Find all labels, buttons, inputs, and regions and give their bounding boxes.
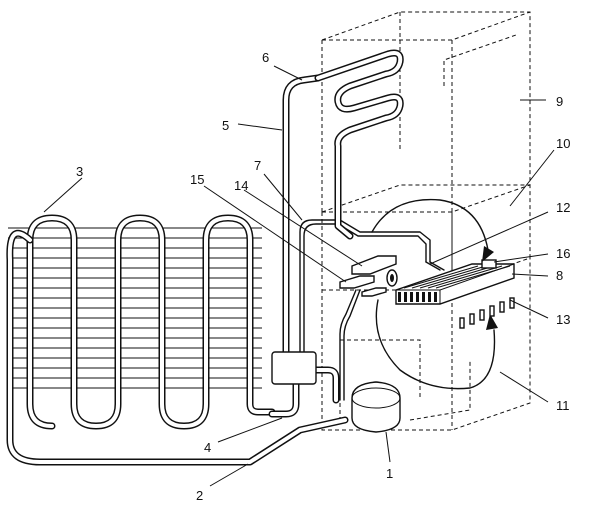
- label-3: 3: [76, 164, 83, 179]
- filter-drier: [271, 351, 317, 385]
- condenser-fins: [8, 227, 262, 389]
- small-bracket: [361, 287, 387, 297]
- label-11: 11: [556, 398, 570, 413]
- vent-slots: [459, 297, 515, 329]
- condenser: [6, 214, 349, 466]
- sensor-16: [481, 259, 497, 269]
- thermostat-bulb: [339, 275, 375, 289]
- compressor: [351, 381, 401, 433]
- label-7: 7: [254, 158, 261, 173]
- label-6: 6: [262, 50, 269, 65]
- label-14: 14: [234, 178, 248, 193]
- evaporator-fins: [398, 265, 511, 302]
- refrigerant-lines: [268, 74, 431, 418]
- evaporator-block: [395, 261, 515, 305]
- label-2: 2: [196, 488, 203, 503]
- airflow-arrows: [371, 198, 498, 390]
- freezer-evaporator: [314, 49, 404, 240]
- label-15: 15: [190, 172, 204, 187]
- label-12: 12: [556, 200, 570, 215]
- label-5: 5: [222, 118, 229, 133]
- label-4: 4: [204, 440, 211, 455]
- label-13: 13: [556, 312, 570, 327]
- label-16: 16: [556, 246, 570, 261]
- label-8: 8: [556, 268, 563, 283]
- label-9: 9: [556, 94, 563, 109]
- cabinet-outline: [321, 11, 531, 431]
- callouts: 1 2 3 4 5 6 7 8 9 10 11 12 13 14 15 16: [43, 50, 570, 503]
- control-parts: [339, 255, 497, 297]
- label-1: 1: [386, 466, 393, 481]
- label-10: 10: [556, 136, 570, 151]
- thermostat-body: [351, 255, 397, 275]
